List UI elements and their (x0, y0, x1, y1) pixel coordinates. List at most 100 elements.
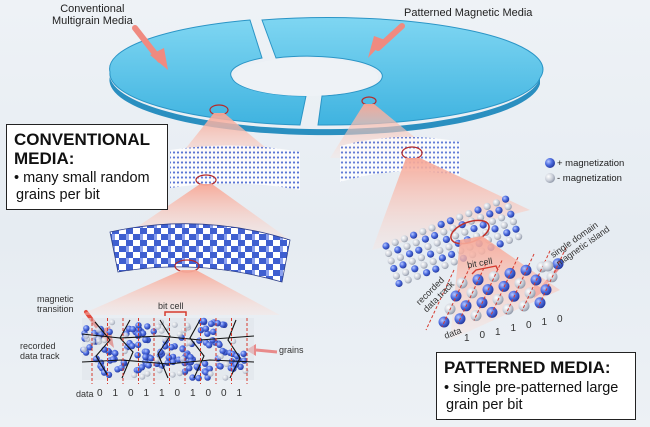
grain (171, 321, 178, 328)
magnetic-island (400, 235, 408, 243)
magnetic-island (403, 242, 411, 250)
bit-boundary-dashed-line (537, 247, 567, 308)
grain (150, 328, 157, 335)
label-magnetic-transition-line1: magnetic (37, 294, 74, 304)
conventional-body-2: grains per bit (16, 187, 100, 203)
magnetic-island (496, 240, 504, 248)
grain (142, 353, 149, 361)
bit-cell-bracket-left (164, 311, 187, 316)
grain (217, 363, 224, 370)
conventional-heading-1: CONVENTIONAL (14, 130, 150, 149)
magnetic-island (423, 269, 431, 277)
data-bit-right: 0 (526, 320, 532, 332)
conventional-body-1: • many small random (14, 170, 150, 186)
magnetic-island (465, 210, 473, 218)
grain (207, 320, 215, 327)
arrow-patterned (375, 23, 405, 51)
conventional-heading-2: MEDIA: (14, 149, 75, 168)
magnetic-island (390, 264, 398, 273)
conventional-track-band (170, 145, 300, 190)
grain (181, 368, 189, 375)
grain (179, 346, 186, 353)
data-bit-left: 0 (174, 388, 181, 399)
magnetic-island (503, 229, 511, 237)
grain (156, 367, 163, 374)
patterned-body-2: grain per bit (446, 397, 523, 413)
magnetic-island (432, 265, 440, 273)
grain (165, 354, 172, 361)
patterned-island-array (382, 195, 523, 288)
arrow-grains (255, 348, 278, 354)
magnetic-island (502, 195, 510, 203)
magnetic-island (507, 210, 515, 218)
grain (216, 341, 223, 348)
magnetic-island (419, 228, 427, 236)
label-plus-magnetization: + magnetization (557, 158, 625, 169)
grain (83, 325, 90, 332)
grain (145, 362, 152, 369)
magnetic-island (505, 236, 513, 244)
patterned-body-1: • single pre-patterned large (444, 380, 619, 396)
magnetic-island (410, 231, 418, 239)
bit-boundary-dashed-line (473, 260, 503, 321)
label-patterned-magnetic-media: Patterned Magnetic Media (404, 7, 533, 19)
magnetic-island (500, 221, 508, 229)
grain (109, 319, 116, 326)
magnetic-island (433, 239, 441, 247)
grain (222, 374, 229, 381)
grain (204, 330, 211, 337)
magnetic-island (396, 253, 404, 261)
grain (90, 333, 97, 340)
disk-hole (234, 58, 378, 96)
magnetic-island (437, 220, 445, 228)
magnetic-island (520, 264, 532, 276)
grain (95, 326, 102, 333)
grain (101, 337, 108, 344)
magnetic-island (421, 235, 429, 243)
magnetic-island (412, 239, 420, 247)
magnetic-island (440, 228, 448, 236)
grain (86, 344, 93, 351)
magnetic-island (392, 272, 400, 280)
grain (176, 370, 183, 377)
magnetic-island (395, 279, 403, 288)
grain (112, 350, 119, 357)
label-recorded-data-track-left: recorded data track (20, 341, 60, 361)
grain (233, 352, 241, 360)
bit-boundary-dashed-line (425, 269, 455, 331)
magnetic-island (483, 202, 491, 210)
magnetic-island (394, 246, 402, 254)
label-conventional-line2: Multigrain Media (52, 15, 133, 27)
magnetic-island (391, 238, 399, 246)
label-conventional-line1: Conventional (60, 3, 125, 15)
magnetic-island (429, 258, 437, 266)
magnetic-island (442, 235, 450, 243)
label-magnetic-transition-line2: transition (37, 304, 74, 314)
magnetic-island (452, 232, 460, 240)
grain (217, 353, 224, 360)
data-bit-left: 0 (128, 388, 134, 399)
grain (129, 342, 136, 350)
label-bit-cell-left: bit cell (158, 301, 184, 311)
grain (158, 327, 165, 334)
grain (138, 364, 146, 371)
grain (83, 332, 90, 339)
magnetic-island (413, 272, 421, 280)
grain (201, 360, 209, 367)
zoom-cone-right-2 (372, 158, 530, 250)
magnetic-island (461, 228, 469, 236)
magnetic-island (399, 261, 407, 269)
patterned-heading: PATTERNED MEDIA: (444, 358, 611, 377)
magnetic-island (417, 254, 425, 262)
bit-boundary-dashed-line (489, 256, 519, 318)
disk-right-half (261, 17, 544, 126)
grain (134, 352, 141, 359)
grain (106, 328, 113, 336)
magnetic-island (404, 276, 412, 284)
magnetic-island (387, 257, 395, 265)
grain (223, 361, 230, 368)
bit-boundaries (81, 319, 255, 379)
data-bit-right: 0 (557, 313, 563, 325)
zoom-cone-left-3 (80, 270, 280, 315)
